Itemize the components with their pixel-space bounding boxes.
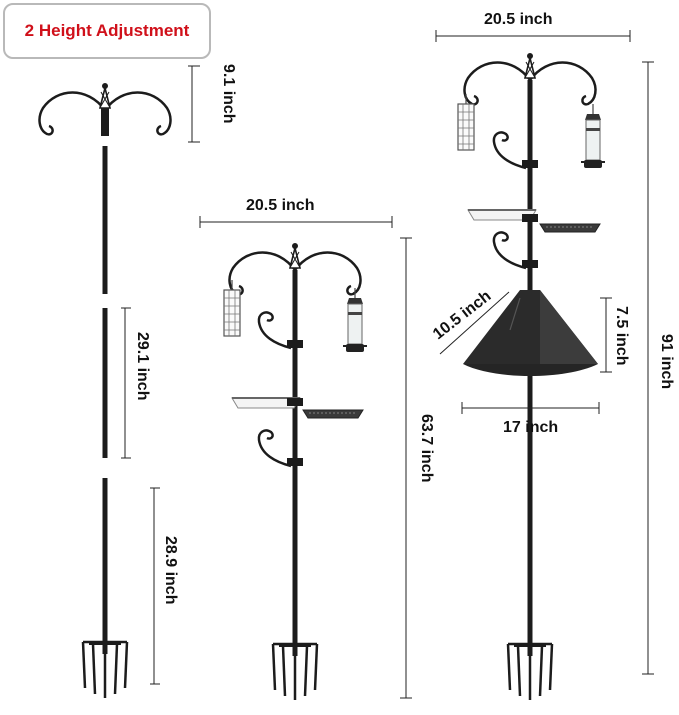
mid-width-label: 20.5 inch [246, 197, 314, 214]
mid-height-label: 63.7 inch [418, 414, 435, 482]
tube-feeder-icon [342, 287, 368, 353]
suet-cage-icon [223, 279, 241, 337]
baffle-diameter-label: 17 inch [503, 419, 558, 436]
assembled-tall-pole [457, 51, 606, 700]
squirrel-baffle-icon [463, 290, 598, 376]
disassembled-pole [38, 81, 172, 698]
right-dimension-lines [435, 30, 654, 675]
tall-height-label: 91 inch [658, 334, 675, 389]
height-adjustment-badge: 2 Height Adjustment [3, 3, 211, 59]
middle-section-label: 29.1 inch [134, 332, 151, 400]
five-prong-stake-icon [83, 632, 127, 698]
baffle-slant-label: 10.5 inch [430, 288, 494, 344]
baffle-height-label: 7.5 inch [613, 306, 630, 366]
bottom-section-label: 28.9 inch [162, 536, 179, 604]
middle-dimension-lines [199, 216, 412, 699]
left-dimension-lines [121, 65, 200, 685]
tall-width-label: 20.5 inch [484, 11, 552, 28]
hook-height-label: 9.1 inch [220, 64, 237, 124]
badge-text: 2 Height Adjustment [24, 21, 190, 40]
assembled-short-pole [223, 241, 368, 700]
